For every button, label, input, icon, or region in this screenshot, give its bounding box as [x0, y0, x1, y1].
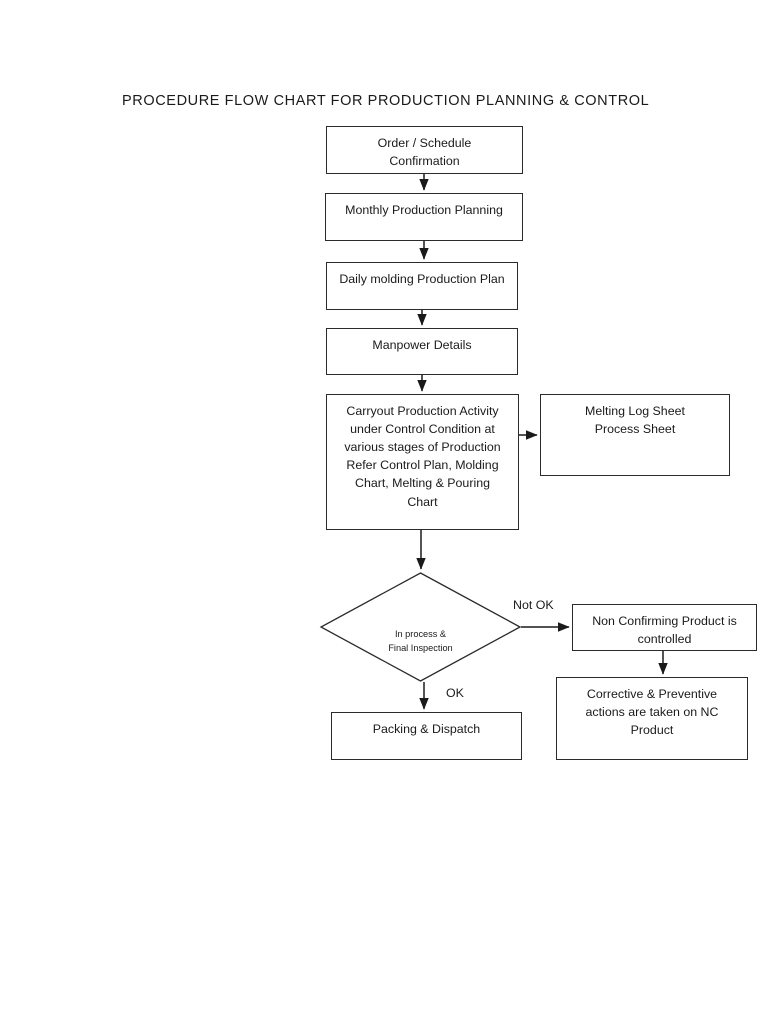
- node-label: Packing & Dispatch: [372, 722, 481, 736]
- node-label: Monthly Production Planning: [345, 203, 503, 217]
- node-carryout-production-activity[interactable]: Carryout Production Activity under Contr…: [326, 394, 519, 530]
- node-in-process-final-inspection[interactable]: In process & Final Inspection: [319, 572, 522, 682]
- node-corrective-preventive-actions[interactable]: Corrective & Preventive actions are take…: [556, 677, 748, 760]
- node-monthly-production-planning[interactable]: Monthly Production Planning: [325, 193, 523, 241]
- edge-label-not-ok: Not OK: [513, 598, 554, 612]
- node-label: Non Confirming Product is controlled: [592, 614, 737, 647]
- node-label: Corrective & Preventive actions are take…: [585, 687, 719, 738]
- diamond-shape: [319, 572, 522, 682]
- node-label: Order / Schedule Confirmation: [377, 136, 472, 169]
- node-melting-log-sheet[interactable]: Melting Log Sheet Process Sheet: [540, 394, 730, 476]
- node-label: Carryout Production Activity under Contr…: [344, 404, 501, 509]
- node-label: Manpower Details: [372, 338, 472, 352]
- page-title: PROCEDURE FLOW CHART FOR PRODUCTION PLAN…: [122, 93, 650, 109]
- node-manpower-details[interactable]: Manpower Details: [326, 328, 518, 375]
- node-daily-molding-production-plan[interactable]: Daily molding Production Plan: [326, 262, 518, 310]
- node-label: Melting Log Sheet Process Sheet: [585, 404, 685, 437]
- node-label: In process & Final Inspection: [388, 628, 453, 653]
- node-packing-dispatch[interactable]: Packing & Dispatch: [331, 712, 522, 760]
- node-non-confirming-product-controlled[interactable]: Non Confirming Product is controlled: [572, 604, 757, 651]
- node-order-schedule-confirmation[interactable]: Order / Schedule Confirmation: [326, 126, 523, 174]
- node-label: Daily molding Production Plan: [339, 272, 505, 286]
- edge-label-ok: OK: [446, 686, 464, 700]
